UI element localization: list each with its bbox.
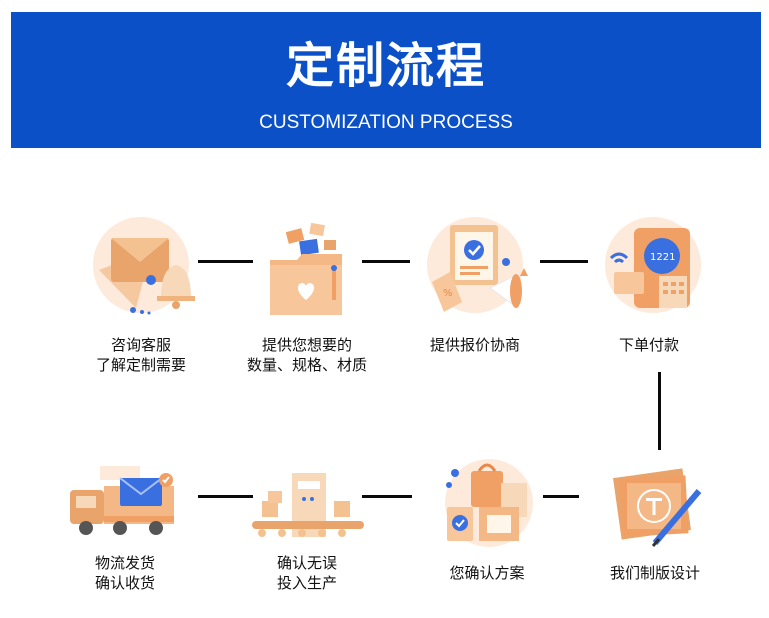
step-quote-label: 提供报价协商 [429, 336, 520, 354]
production-conveyor-icon [242, 465, 372, 559]
payment-pos-icon: 1221 [589, 210, 709, 324]
step-consult: 咨询客服 了解定制需要 [66, 205, 216, 385]
header-banner: 定制流程 CUSTOMIZATION PROCESS [11, 12, 761, 148]
step-consult-label: 咨询客服 了解定制需要 [95, 336, 186, 374]
step-quote: % 提供报价协商 [400, 205, 550, 385]
folder-icon [252, 210, 362, 324]
step-specs: 提供您想要的 数量、规格、材质 [232, 205, 382, 385]
svg-text:%: % [443, 288, 453, 299]
page-title: 定制流程 [285, 38, 486, 94]
step-logistics-label: 物流发货 确认收货 [94, 554, 155, 592]
step-production: 确认无误 投入生产 [232, 455, 382, 595]
connector-6-7 [362, 495, 412, 498]
step-payment-label: 下单付款 [618, 336, 679, 354]
connector-7-8 [198, 495, 253, 498]
design-pen-icon [595, 455, 715, 559]
step-specs-label: 提供您想要的 数量、规格、材质 [246, 336, 367, 374]
logistics-truck-icon [60, 460, 190, 554]
step-payment: 1221 下单付款 [574, 205, 724, 385]
step-confirm-plan: 您确认方案 [412, 455, 562, 595]
confirm-package-icon [427, 455, 547, 559]
connector-2-3 [362, 260, 410, 263]
step-confirm-plan-label: 您确认方案 [449, 564, 525, 582]
connector-5-6 [543, 495, 579, 498]
page-subtitle: CUSTOMIZATION PROCESS [259, 112, 513, 133]
connector-4-5 [658, 372, 661, 450]
step-design: 我们制版设计 [580, 455, 730, 595]
step-production-label: 确认无误 投入生产 [276, 554, 337, 592]
connector-1-2 [198, 260, 253, 263]
consultation-envelope-bell-icon [81, 210, 201, 324]
step-design-label: 我们制版设计 [609, 564, 700, 582]
connector-3-4 [540, 260, 588, 263]
quotation-clipboard-icon: % [410, 210, 540, 324]
step-logistics: 物流发货 确认收货 [50, 455, 200, 595]
svg-text:1221: 1221 [650, 252, 675, 263]
